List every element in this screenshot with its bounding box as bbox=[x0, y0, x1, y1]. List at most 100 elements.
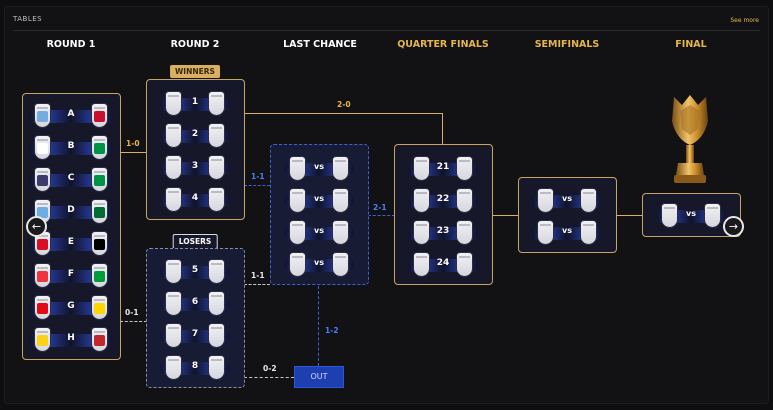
out-box: OUT bbox=[294, 366, 344, 388]
match-label: A bbox=[67, 109, 75, 119]
left-team-shield bbox=[662, 204, 677, 227]
semifinal-match[interactable]: vs bbox=[532, 188, 602, 214]
last-chance-match[interactable]: vs bbox=[284, 156, 354, 182]
prev-arrow-button[interactable]: ← bbox=[26, 216, 47, 237]
last-chance-match[interactable]: vs bbox=[284, 252, 354, 278]
left-team-shield bbox=[35, 296, 50, 319]
winners-match[interactable]: 2 bbox=[160, 123, 230, 149]
right-team-shield bbox=[92, 328, 107, 351]
r1-win-score: 1-0 bbox=[126, 139, 140, 148]
next-arrow-button[interactable]: → bbox=[723, 216, 744, 237]
match-label: 8 bbox=[191, 361, 199, 371]
left-team-shield bbox=[166, 156, 181, 179]
right-team-shield bbox=[457, 221, 472, 244]
round-1-match[interactable]: F bbox=[29, 263, 113, 289]
left-team-shield bbox=[290, 253, 305, 276]
team-flag bbox=[37, 175, 48, 186]
right-team-shield bbox=[457, 189, 472, 212]
semifinals-box bbox=[518, 177, 617, 253]
match-label: vs bbox=[686, 209, 696, 218]
left-team-shield bbox=[290, 157, 305, 180]
team-flag bbox=[37, 239, 48, 250]
left-team-shield bbox=[414, 189, 429, 212]
right-team-shield bbox=[209, 292, 224, 315]
right-team-shield bbox=[209, 356, 224, 379]
right-team-shield bbox=[92, 168, 107, 191]
round-2-heading: ROUND 2 bbox=[170, 39, 220, 50]
match-label: 1 bbox=[191, 97, 199, 107]
team-flag bbox=[94, 239, 105, 250]
round-1-match[interactable]: B bbox=[29, 135, 113, 161]
right-team-shield bbox=[333, 253, 348, 276]
section-title: TABLES bbox=[13, 15, 43, 23]
final-match[interactable]: vs bbox=[656, 203, 726, 229]
r1-win-connector bbox=[120, 152, 147, 153]
team-flag bbox=[37, 143, 48, 154]
losers-to-out-line bbox=[244, 377, 294, 378]
r1-lose-score: 0-1 bbox=[125, 308, 139, 317]
winners-to-qf-drop bbox=[442, 113, 443, 145]
match-label: vs bbox=[562, 226, 572, 235]
match-label: H bbox=[67, 333, 75, 343]
team-flag bbox=[94, 175, 105, 186]
quarter-final-match[interactable]: 21 bbox=[408, 156, 478, 182]
lc-qf-score: 2-1 bbox=[373, 203, 387, 212]
team-flag bbox=[94, 207, 105, 218]
round-1-match[interactable]: G bbox=[29, 295, 113, 321]
losers-match[interactable]: 8 bbox=[160, 355, 230, 381]
round-1-match[interactable]: A bbox=[29, 103, 113, 129]
losers-match[interactable]: 5 bbox=[160, 259, 230, 285]
final-heading: FINAL bbox=[675, 39, 707, 50]
team-flag bbox=[94, 335, 105, 346]
match-label: 24 bbox=[436, 258, 450, 268]
round-1-match[interactable]: E bbox=[29, 231, 113, 257]
round-1-match[interactable]: C bbox=[29, 167, 113, 193]
match-label: vs bbox=[314, 226, 324, 235]
winners-match[interactable]: 3 bbox=[160, 155, 230, 181]
left-team-shield bbox=[166, 260, 181, 283]
right-team-shield bbox=[457, 253, 472, 276]
left-team-shield bbox=[166, 356, 181, 379]
right-team-shield bbox=[581, 189, 596, 212]
winners-qf-score: 2-0 bbox=[337, 100, 351, 109]
left-team-shield bbox=[35, 328, 50, 351]
semifinals-heading: SEMIFINALS bbox=[534, 39, 600, 50]
left-team-shield bbox=[166, 292, 181, 315]
match-label: vs bbox=[314, 258, 324, 267]
left-team-shield bbox=[290, 189, 305, 212]
quarter-final-match[interactable]: 24 bbox=[408, 252, 478, 278]
team-flag bbox=[94, 111, 105, 122]
left-team-shield bbox=[35, 264, 50, 287]
losers-match[interactable]: 6 bbox=[160, 291, 230, 317]
last-chance-match[interactable]: vs bbox=[284, 188, 354, 214]
right-team-shield bbox=[457, 157, 472, 180]
left-team-shield bbox=[166, 92, 181, 115]
match-label: 6 bbox=[191, 297, 199, 307]
quarter-final-match[interactable]: 22 bbox=[408, 188, 478, 214]
lc-to-qf-line bbox=[368, 215, 395, 216]
last-chance-match[interactable]: vs bbox=[284, 220, 354, 246]
losers-out-score: 0-2 bbox=[263, 364, 277, 373]
match-label: 3 bbox=[191, 161, 199, 171]
right-team-shield bbox=[92, 296, 107, 319]
match-label: B bbox=[67, 141, 75, 151]
winners-match[interactable]: 4 bbox=[160, 187, 230, 213]
quarter-finals-heading: QUARTER FINALS bbox=[397, 39, 489, 50]
r1-lose-connector bbox=[120, 321, 147, 322]
quarter-final-match[interactable]: 23 bbox=[408, 220, 478, 246]
left-team-shield bbox=[414, 253, 429, 276]
losers-match[interactable]: 7 bbox=[160, 323, 230, 349]
semifinal-match[interactable]: vs bbox=[532, 220, 602, 246]
see-more-link[interactable]: See more bbox=[730, 17, 759, 24]
left-team-shield bbox=[414, 221, 429, 244]
left-team-shield bbox=[35, 104, 50, 127]
winners-match[interactable]: 1 bbox=[160, 91, 230, 117]
match-label: 4 bbox=[191, 193, 199, 203]
match-label: E bbox=[67, 237, 75, 247]
left-team-shield bbox=[538, 189, 553, 212]
tables-panel bbox=[4, 6, 769, 404]
trophy-icon bbox=[672, 95, 708, 183]
right-team-shield bbox=[705, 204, 720, 227]
round-1-match[interactable]: H bbox=[29, 327, 113, 353]
winners-tag: WINNERS bbox=[170, 65, 220, 78]
